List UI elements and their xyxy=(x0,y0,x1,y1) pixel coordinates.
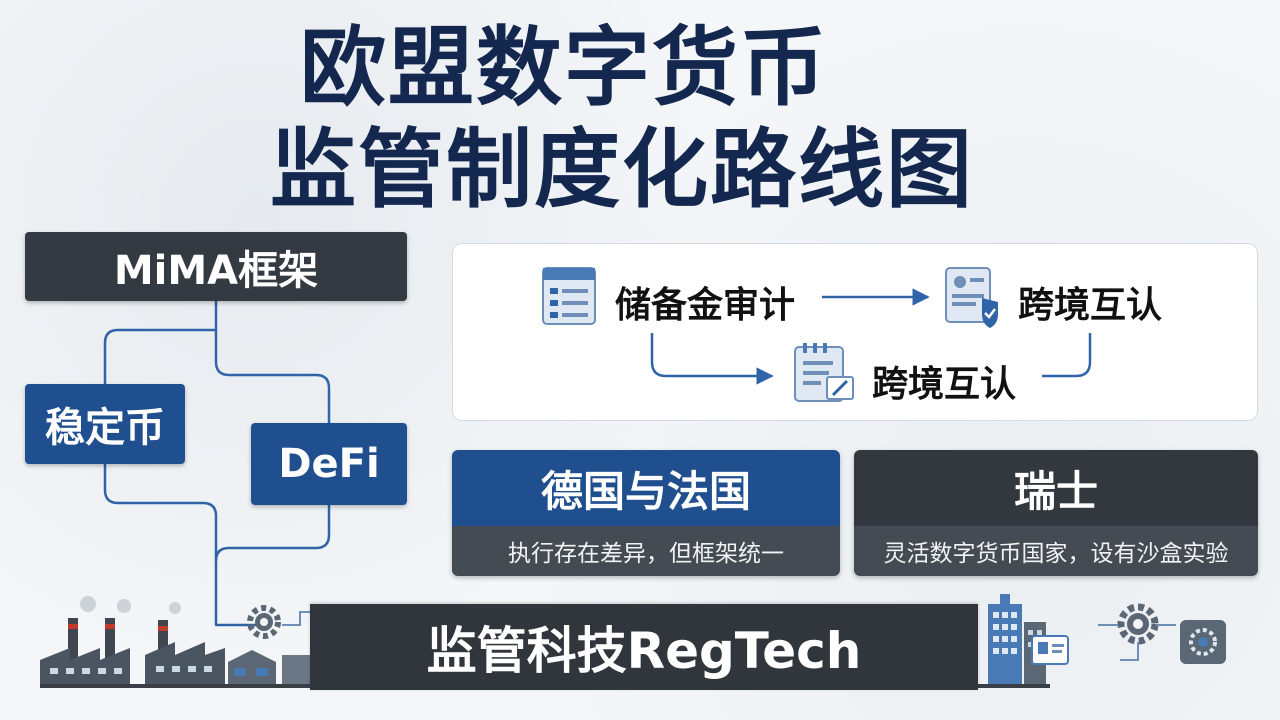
card-desc: 执行存在差异，但框架统一 xyxy=(452,526,840,576)
card-title: 瑞士 xyxy=(854,450,1258,526)
id-card-shield-icon xyxy=(945,267,998,328)
notepad-pen-icon xyxy=(794,343,854,402)
mima-framework-box: MiMA框架 xyxy=(25,232,407,301)
stablecoin-box: 稳定币 xyxy=(25,384,185,464)
card-title: 德国与法国 xyxy=(452,450,840,526)
page-title-line1: 欧盟数字货币 xyxy=(300,18,828,118)
gear-icon xyxy=(247,605,281,639)
step-cross-border-label-1: 跨境互认 xyxy=(1018,285,1163,326)
defi-box: DeFi xyxy=(251,423,407,505)
connector-to-stable xyxy=(103,328,216,384)
arrow-step1-to-step3 xyxy=(650,333,774,385)
page-title-line2: 监管制度化路线图 xyxy=(270,120,974,220)
settings-box-icon xyxy=(1180,620,1226,664)
regtech-bar: 监管科技RegTech xyxy=(310,604,978,690)
switzerland-card: 瑞士 灵活数字货币国家，设有沙盒实验 xyxy=(854,450,1258,576)
step-reserve-audit-label: 储备金审计 xyxy=(615,285,796,326)
id-card-icon xyxy=(1031,635,1069,665)
card-desc: 灵活数字货币国家，设有沙盒实验 xyxy=(854,526,1258,576)
factory-icon xyxy=(40,596,310,685)
connector-to-defi xyxy=(214,330,331,423)
document-list-icon xyxy=(542,267,596,325)
step-cross-border-label-2: 跨境互认 xyxy=(872,364,1017,405)
gear-icon xyxy=(1117,603,1159,645)
germany-france-card: 德国与法国 执行存在差异，但框架统一 xyxy=(452,450,840,576)
connector-step3-to-step2 xyxy=(1042,333,1092,378)
connector-defi-down xyxy=(214,505,331,562)
connector-stable-down xyxy=(103,464,218,610)
